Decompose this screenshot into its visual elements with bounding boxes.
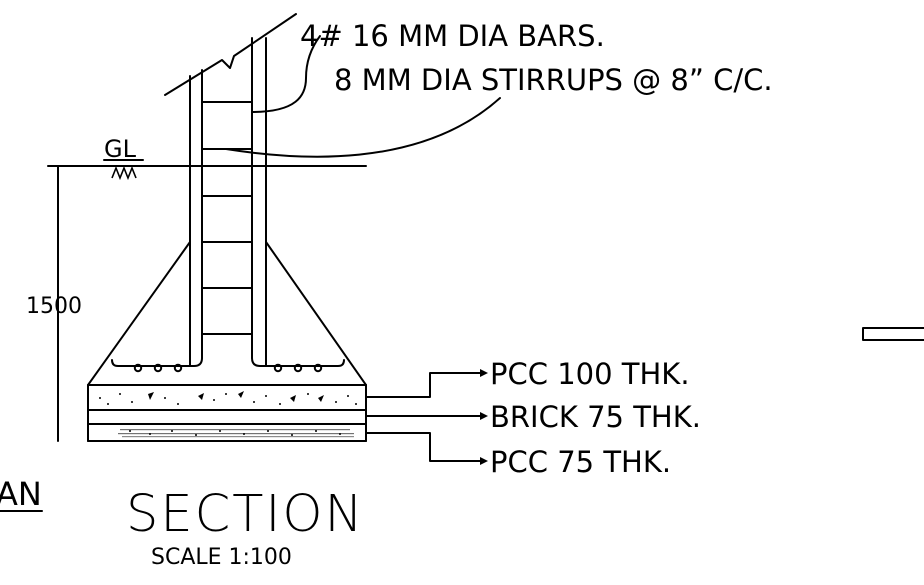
column-break-line — [164, 13, 297, 96]
main-bars-label: 4# 16 MM DIA BARS. — [300, 19, 605, 53]
footing-slope — [87, 241, 367, 386]
section-title: SECTION — [126, 485, 365, 544]
partial-plan-element — [862, 327, 924, 341]
foundation-layers — [87, 384, 367, 442]
stirrups-label: 8 MM DIA STIRRUPS @ 8” C/C. — [334, 63, 773, 97]
layer-callouts — [365, 369, 488, 465]
arrow-right-icon — [480, 369, 488, 465]
pcc-bottom-hatch — [118, 429, 354, 438]
depth-dimension-label: 1500 — [26, 294, 82, 319]
ground-hatch-icon — [111, 165, 137, 181]
pcc-top-label: PCC 100 THK. — [490, 357, 690, 391]
main-bars — [111, 37, 345, 367]
ground-level-line — [47, 159, 367, 181]
pcc-top-hatch — [99, 391, 357, 405]
ground-level-label: GL — [104, 135, 137, 163]
pcc-bottom-label: PCC 75 THK. — [490, 445, 671, 479]
brick-label: BRICK 75 THK. — [490, 400, 701, 434]
depth-dimension — [51, 165, 65, 442]
bar-leaders — [225, 35, 501, 158]
plan-title-partial: AN — [0, 475, 42, 513]
bottom-bar-sections — [133, 363, 323, 373]
column-outline — [189, 37, 267, 367]
scale-label: SCALE 1:100 — [151, 545, 292, 570]
stirrups — [201, 101, 253, 335]
